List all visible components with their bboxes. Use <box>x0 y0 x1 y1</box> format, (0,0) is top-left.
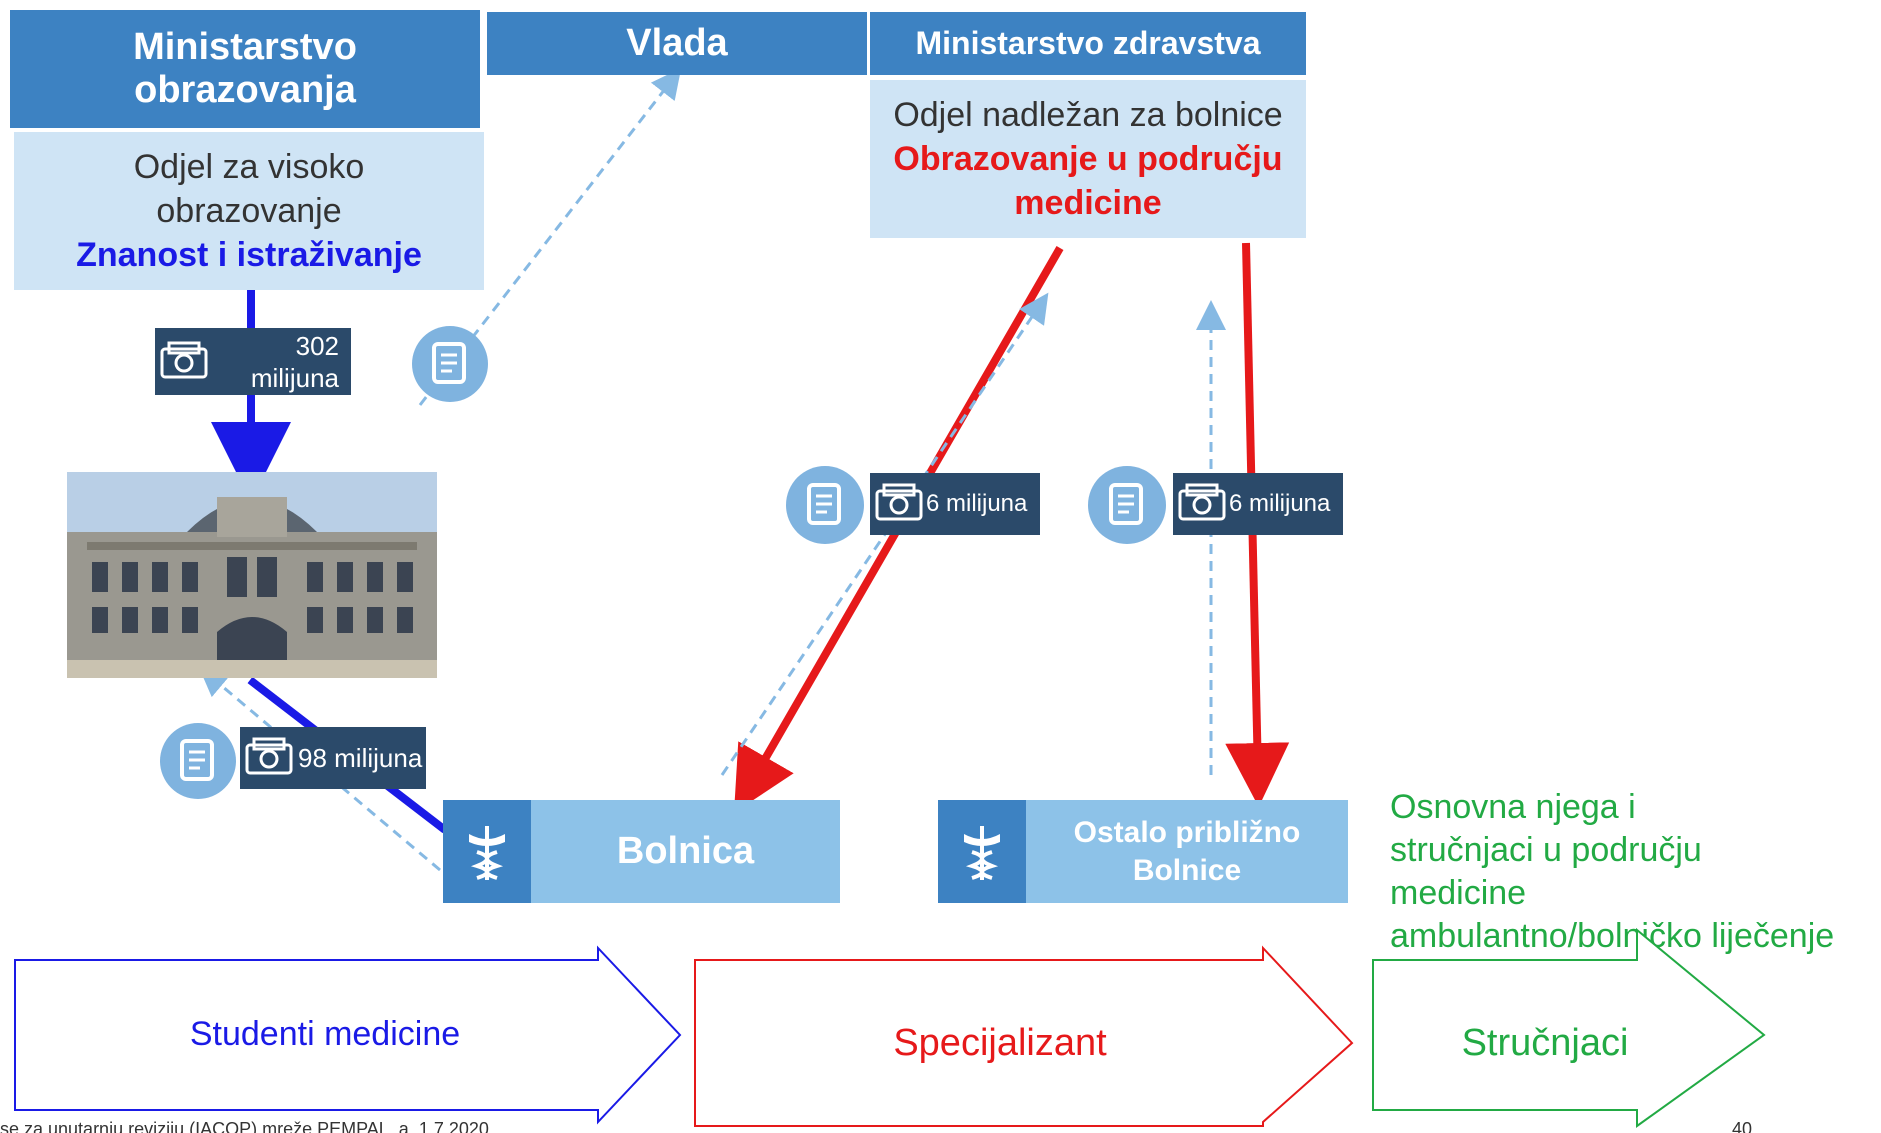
ministry-health-department-box: Odjel nadležan za bolnice Obrazovanje u … <box>870 80 1306 238</box>
money-amount-6-hospital: 6 milijuna <box>926 490 1028 517</box>
money-icon <box>875 483 923 521</box>
caduceus-icon <box>938 800 1026 903</box>
ministry-education-department: Odjel za visoko obrazovanje <box>133 148 365 230</box>
dashed-report-line-health <box>720 292 1049 776</box>
document-icon <box>412 326 488 402</box>
ministry-health-department: Odjel nadležan za bolnice <box>893 96 1283 134</box>
money-label-98: 98 milijuna <box>240 727 426 789</box>
university-building-image <box>67 472 437 678</box>
caduceus-icon <box>443 800 531 903</box>
hospital-box: Bolnica <box>443 800 840 903</box>
ministry-education-department-box: Odjel za visoko obrazovanje Znanost i is… <box>14 132 484 290</box>
other-hospitals-label: Ostalo približno Bolnice <box>1026 800 1348 903</box>
other-hospitals-box: Ostalo približno Bolnice <box>938 800 1348 903</box>
stage-arrow-specialists <box>1372 927 1766 1128</box>
footer-text: se za unutarnju reviziju (IACOP) mreže P… <box>0 1119 494 1133</box>
stage-arrow-students <box>14 945 682 1125</box>
ministry-education-highlight: Znanost i istraživanje <box>76 236 422 274</box>
money-icon <box>1178 483 1226 521</box>
document-icon <box>160 723 236 799</box>
money-amount-98: 98 milijuna <box>298 742 423 773</box>
money-amount-302: 302 milijuna <box>250 330 339 393</box>
ministry-education-title: Ministarstvo obrazovanja <box>133 26 357 111</box>
stage-label-resident: Specijalizant <box>893 1022 1107 1064</box>
money-amount-6-other: 6 milijuna <box>1229 490 1331 517</box>
ministry-health-highlight: Obrazovanje u području medicine <box>893 140 1283 222</box>
stage-label-students: Studenti medicine <box>189 1015 461 1053</box>
hospital-label: Bolnica <box>531 800 840 903</box>
document-icon <box>1088 466 1166 544</box>
money-label-302: 302 milijuna <box>155 328 351 395</box>
money-icon <box>245 737 293 775</box>
primary-care-line2: stručnjaci u području <box>1390 831 1702 869</box>
primary-care-line3: medicine <box>1390 874 1527 912</box>
ministry-health-title: Ministarstvo zdravstva <box>915 25 1261 61</box>
primary-care-line4: ambulantno/bolničko liječenje <box>1390 917 1835 955</box>
page-number: 40 <box>1732 1119 1753 1133</box>
primary-care-note: Osnovna njega i stručnjaci u području me… <box>1390 786 1880 958</box>
money-icon <box>160 341 208 378</box>
government-title: Vlada <box>626 22 728 64</box>
document-icon <box>786 466 864 544</box>
money-label-6-hospital: 6 milijuna <box>870 473 1040 535</box>
money-label-6-other: 6 milijuna <box>1173 473 1343 535</box>
stage-arrow-resident <box>694 945 1354 1127</box>
ministry-health-header: Ministarstvo zdravstva <box>870 12 1306 75</box>
stage-label-specialists: Stručnjaci <box>1461 1022 1629 1064</box>
primary-care-line1: Osnovna njega i <box>1390 788 1636 826</box>
ministry-education-header: Ministarstvo obrazovanja <box>10 10 480 128</box>
government-header: Vlada <box>487 12 867 75</box>
